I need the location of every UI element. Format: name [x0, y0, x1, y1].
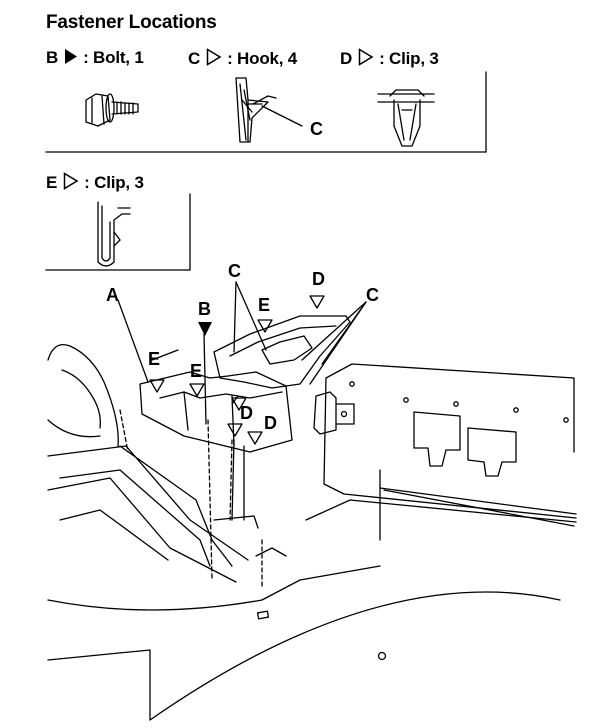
callout-e-top: E: [258, 295, 271, 315]
legend-hook-text: : Hook, 4: [227, 49, 298, 68]
legend-hook-letter: C: [188, 49, 201, 68]
legend-clip-e: E : Clip, 3: [46, 172, 144, 195]
legend-clip-d-text: : Clip, 3: [379, 49, 439, 68]
open-triangle-icon: [63, 172, 79, 195]
legend-bolt-letter: B: [46, 48, 59, 67]
hook-detail-callout: C: [310, 119, 323, 139]
hook-icon: [235, 77, 303, 143]
clip-marker-triangles: [149, 295, 325, 445]
callout-e-left1: E: [148, 349, 161, 369]
callout-e-left2: E: [190, 361, 203, 381]
callout-c-right: C: [366, 285, 379, 305]
open-triangle-icon: [358, 48, 374, 71]
legend-clip-e-text: : Clip, 3: [84, 173, 144, 192]
legend-frame-1: [45, 71, 487, 153]
legend-frame-2: [45, 193, 191, 271]
callout-b: B: [198, 299, 211, 319]
callout-c-top: C: [228, 261, 241, 281]
callout-d-top: D: [312, 269, 325, 289]
callout-d-mid1: D: [240, 403, 253, 423]
legend-clip-e-letter: E: [46, 173, 58, 192]
page-title: Fastener Locations: [46, 12, 217, 33]
callout-d-mid2: D: [264, 413, 277, 433]
legend-bolt: B : Bolt, 1: [46, 48, 144, 70]
bolt-marker-icon: [198, 322, 212, 336]
legend-bolt-text: : Bolt, 1: [83, 48, 144, 67]
callout-a: A: [106, 285, 119, 305]
legend-hook: C : Hook, 4: [188, 48, 297, 71]
filled-triangle-icon: [64, 48, 78, 70]
clip-e-icon: [97, 201, 131, 267]
clip-d-icon: [377, 89, 435, 147]
legend-clip-d-letter: D: [340, 49, 353, 68]
bolt-icon: [85, 93, 139, 127]
open-triangle-icon: [206, 48, 222, 71]
legend-clip-d: D : Clip, 3: [340, 48, 439, 71]
console-assembly: [47, 281, 577, 721]
